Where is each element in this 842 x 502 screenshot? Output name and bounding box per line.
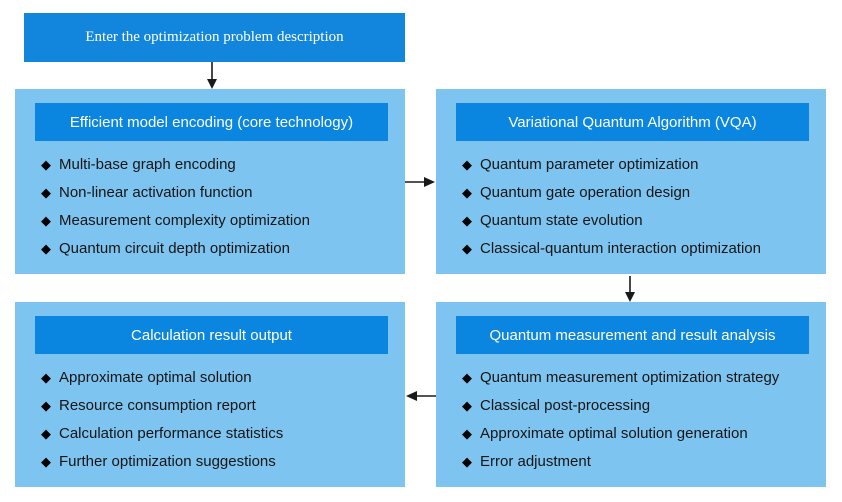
arrow-down-vqa-to-measurement-icon	[625, 276, 635, 302]
diamond-bullet-icon: ◆	[41, 425, 51, 441]
list-item: ◆ Resource consumption report	[41, 391, 395, 419]
list-item: ◆ Approximate optimal solution generatio…	[462, 419, 816, 447]
list-item-label: Non-linear activation function	[59, 183, 253, 201]
panel-quantum-measurement-analysis-items: ◆ Quantum measurement optimization strat…	[436, 363, 826, 487]
panel-efficient-model-encoding: Efficient model encoding (core technolog…	[15, 89, 405, 274]
diamond-bullet-icon: ◆	[462, 156, 472, 172]
diamond-bullet-icon: ◆	[41, 240, 51, 256]
list-item: ◆ Quantum parameter optimization	[462, 150, 816, 178]
panel-variational-quantum-algorithm: Variational Quantum Algorithm (VQA) ◆ Qu…	[436, 89, 826, 274]
list-item-label: Quantum measurement optimization strateg…	[480, 368, 780, 386]
list-item: ◆ Quantum circuit depth optimization	[41, 234, 395, 262]
panel-calculation-result-output-items: ◆ Approximate optimal solution ◆ Resourc…	[15, 363, 405, 487]
list-item-label: Classical post-processing	[480, 396, 651, 414]
arrow-down-start-to-encoding-icon	[207, 62, 217, 89]
list-item: ◆ Quantum state evolution	[462, 206, 816, 234]
list-item-label: Approximate optimal solution	[59, 368, 252, 386]
diamond-bullet-icon: ◆	[462, 369, 472, 385]
diamond-bullet-icon: ◆	[462, 397, 472, 413]
diamond-bullet-icon: ◆	[41, 369, 51, 385]
diamond-bullet-icon: ◆	[41, 156, 51, 172]
list-item-label: Further optimization suggestions	[59, 452, 276, 470]
diamond-bullet-icon: ◆	[462, 453, 472, 469]
panel-efficient-model-encoding-header: Efficient model encoding (core technolog…	[35, 103, 388, 141]
list-item-label: Error adjustment	[480, 452, 591, 470]
panel-efficient-model-encoding-items: ◆ Multi-base graph encoding ◆ Non-linear…	[15, 150, 405, 274]
list-item: ◆ Error adjustment	[462, 447, 816, 475]
list-item: ◆ Classical post-processing	[462, 391, 816, 419]
list-item: ◆ Multi-base graph encoding	[41, 150, 395, 178]
arrow-left-measurement-to-output-icon	[406, 391, 436, 401]
panel-quantum-measurement-analysis-header: Quantum measurement and result analysis	[456, 316, 809, 354]
diamond-bullet-icon: ◆	[41, 184, 51, 200]
panel-calculation-result-output-header: Calculation result output	[35, 316, 388, 354]
diamond-bullet-icon: ◆	[462, 212, 472, 228]
panel-calculation-result-output: Calculation result output ◆ Approximate …	[15, 302, 405, 487]
list-item-label: Approximate optimal solution generation	[480, 424, 748, 442]
list-item: ◆ Approximate optimal solution	[41, 363, 395, 391]
list-item: ◆ Measurement complexity optimization	[41, 206, 395, 234]
list-item: ◆ Quantum gate operation design	[462, 178, 816, 206]
list-item-label: Classical-quantum interaction optimizati…	[480, 239, 761, 257]
diamond-bullet-icon: ◆	[462, 184, 472, 200]
list-item-label: Quantum state evolution	[480, 211, 643, 229]
list-item: ◆ Further optimization suggestions	[41, 447, 395, 475]
list-item-label: Multi-base graph encoding	[59, 155, 236, 173]
list-item-label: Quantum gate operation design	[480, 183, 691, 201]
start-box-label: Enter the optimization problem descripti…	[85, 29, 344, 45]
list-item-label: Measurement complexity optimization	[59, 211, 310, 229]
list-item: ◆ Non-linear activation function	[41, 178, 395, 206]
diamond-bullet-icon: ◆	[41, 453, 51, 469]
diamond-bullet-icon: ◆	[41, 397, 51, 413]
list-item-label: Quantum parameter optimization	[480, 155, 699, 173]
list-item: ◆ Quantum measurement optimization strat…	[462, 363, 816, 391]
diamond-bullet-icon: ◆	[462, 425, 472, 441]
list-item-label: Quantum circuit depth optimization	[59, 239, 290, 257]
list-item: ◆ Calculation performance statistics	[41, 419, 395, 447]
diamond-bullet-icon: ◆	[41, 212, 51, 228]
list-item-label: Calculation performance statistics	[59, 424, 284, 442]
diamond-bullet-icon: ◆	[462, 240, 472, 256]
panel-variational-quantum-algorithm-header: Variational Quantum Algorithm (VQA)	[456, 103, 809, 141]
panel-header-label: Quantum measurement and result analysis	[489, 326, 776, 344]
list-item: ◆ Classical-quantum interaction optimiza…	[462, 234, 816, 262]
panel-header-label: Efficient model encoding (core technolog…	[69, 113, 354, 131]
arrow-right-encoding-to-vqa-icon	[405, 177, 435, 187]
start-box: Enter the optimization problem descripti…	[24, 13, 405, 62]
panel-header-label: Variational Quantum Algorithm (VQA)	[508, 113, 757, 131]
panel-quantum-measurement-analysis: Quantum measurement and result analysis …	[436, 302, 826, 487]
panel-variational-quantum-algorithm-items: ◆ Quantum parameter optimization ◆ Quant…	[436, 150, 826, 274]
panel-header-label: Calculation result output	[131, 326, 292, 344]
list-item-label: Resource consumption report	[59, 396, 256, 414]
